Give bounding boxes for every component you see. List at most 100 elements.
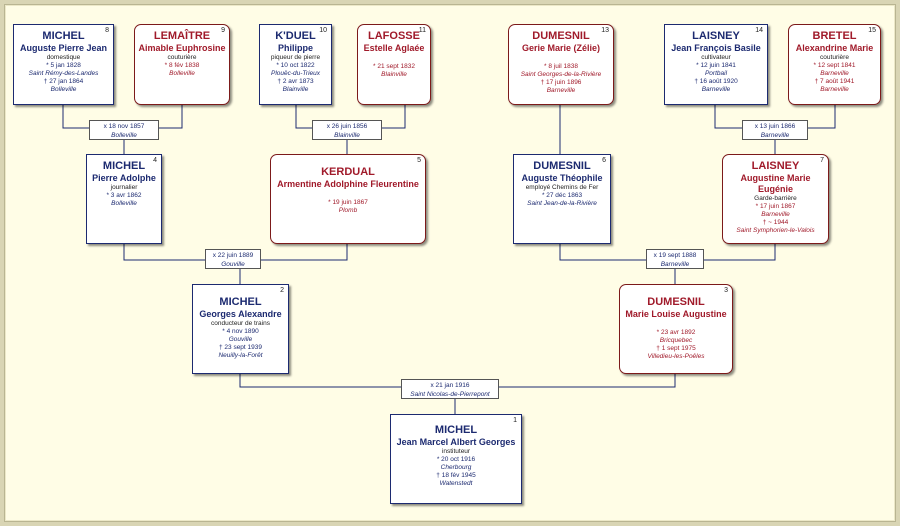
surname: MICHEL — [102, 160, 146, 172]
birth-place: Portbail — [704, 70, 728, 77]
birth-date: * 27 déc 1863 — [541, 192, 583, 199]
birth-date: * 12 sept 1841 — [813, 62, 856, 69]
sosa-number: 13 — [601, 27, 609, 34]
death-place: Barneville — [546, 87, 576, 94]
marriage-place: Bolleville — [111, 132, 137, 139]
death-date: † 16 août 1920 — [694, 78, 738, 85]
marriage-place: Barneville — [660, 261, 690, 268]
marriage-place: Gouville — [221, 261, 245, 268]
birth-date: * 10 oct 1822 — [276, 62, 315, 69]
sosa-number: 7 — [820, 157, 824, 164]
death-date: † 18 fév 1945 — [436, 472, 476, 479]
surname: MICHEL — [42, 30, 85, 42]
person-card-14[interactable]: 14 LAISNEY Jean François Basile cultivat… — [664, 24, 768, 105]
sosa-number: 2 — [280, 287, 284, 294]
sosa-number: 6 — [602, 157, 606, 164]
sosa-number: 8 — [105, 27, 109, 34]
marriage-date: x 18 nov 1857 — [103, 123, 145, 130]
death-place: Bolleville — [50, 86, 77, 93]
occupation: couturière — [820, 54, 849, 61]
given-names: Jean François Basile — [671, 43, 761, 53]
marriage-date: x 26 juin 1856 — [326, 123, 368, 130]
birth-place: Bricquebec — [659, 337, 693, 344]
occupation: conducteur de trains — [211, 320, 270, 327]
death-date: † 2 avr 1873 — [277, 78, 314, 85]
birth-place: Saint Rémy-des-Landes — [28, 70, 99, 77]
person-card-3[interactable]: 3 DUMESNIL Marie Louise Augustine * 23 a… — [619, 284, 733, 374]
death-place: Barneville — [820, 86, 849, 93]
person-card-11[interactable]: 11 LAFOSSE Estelle Aglaée * 21 sept 1832… — [357, 24, 431, 105]
marriage-date: x 21 jan 1916 — [430, 382, 470, 389]
birth-date: * 4 nov 1890 — [222, 328, 259, 335]
death-place: Neuilly-la-Forêt — [218, 352, 263, 359]
birth-place: Barneville — [761, 211, 790, 218]
given-names: Auguste Théophile — [521, 173, 603, 183]
surname: LAISNEY — [751, 160, 800, 172]
birth-place: Plomb — [338, 207, 358, 214]
birth-place: Saint Georges-de-la-Rivière — [520, 71, 602, 78]
marriage-place: Blainville — [334, 132, 360, 139]
person-card-8[interactable]: 8 MICHEL Auguste Pierre Jean domestique … — [13, 24, 114, 105]
given-names: Jean Marcel Albert Georges — [396, 437, 516, 447]
marriage-date: x 13 juin 1866 — [754, 123, 796, 130]
person-card-15[interactable]: 15 BRETEL Alexandrine Marie couturière *… — [788, 24, 881, 105]
given-names: Aimable Euphrosine — [138, 43, 226, 53]
marriage-label-6-7: x 19 sept 1888 Barneville — [646, 249, 704, 269]
death-date: † 23 sept 1939 — [218, 344, 262, 351]
person-card-10[interactable]: 10 K'DUEL Philippe piqueur de pierre * 1… — [259, 24, 332, 105]
person-card-7[interactable]: 7 LAISNEY Augustine Marie Eugénie Garde-… — [722, 154, 829, 244]
birth-date: * 8 juil 1838 — [544, 63, 578, 70]
birth-date: * 17 juin 1867 — [755, 203, 796, 210]
occupation: employé Chemins de Fer — [525, 184, 599, 191]
given-names: Augustine Marie Eugénie — [740, 173, 811, 194]
surname: BRETEL — [812, 30, 857, 42]
given-names: Georges Alexandre — [199, 309, 282, 319]
birth-date: * 8 fév 1838 — [164, 62, 200, 69]
birth-place: Bolleville — [169, 70, 195, 77]
birth-date: * 5 jan 1828 — [46, 62, 81, 69]
sosa-number: 15 — [868, 27, 876, 34]
person-card-13[interactable]: 13 DUMESNIL Gerie Marie (Zélie) * 8 juil… — [508, 24, 614, 105]
given-names: Alexandrine Marie — [795, 43, 874, 53]
birth-date: * 19 juin 1867 — [328, 199, 368, 206]
surname: LAISNEY — [692, 30, 740, 42]
death-place: Watenstedt — [439, 480, 473, 487]
marriage-place: Barneville — [760, 132, 790, 139]
occupation: Garde-barrière — [754, 195, 797, 202]
birth-place: Bolleville — [111, 200, 137, 207]
person-card-5[interactable]: 5 KERDUAL Armentine Adolphine Fleurentin… — [270, 154, 426, 244]
birth-date: * 12 juin 1841 — [696, 62, 736, 69]
surname: MICHEL — [219, 296, 262, 308]
birth-place: Cherbourg — [440, 464, 472, 471]
death-date: † 7 août 1941 — [814, 78, 855, 85]
person-card-9[interactable]: 9 LEMAÎTRE Aimable Euphrosine couturière… — [134, 24, 230, 105]
sosa-number: 10 — [319, 27, 327, 34]
birth-date: * 3 avr 1862 — [106, 192, 142, 199]
marriage-label-4-5: x 22 juin 1889 Gouville — [205, 249, 261, 269]
person-card-4[interactable]: 4 MICHEL Pierre Adolphe journalier * 3 a… — [86, 154, 162, 244]
surname: KERDUAL — [321, 166, 375, 178]
marriage-date: x 19 sept 1888 — [653, 252, 697, 259]
person-card-1[interactable]: 1 MICHEL Jean Marcel Albert Georges inst… — [390, 414, 522, 504]
occupation: cultivateur — [701, 54, 731, 61]
marriage-label-2-3: x 21 jan 1916 Saint Nicolas-de-Pierrepon… — [401, 379, 499, 399]
death-date: † 1 sept 1975 — [656, 345, 696, 352]
birth-date: * 23 avr 1892 — [656, 329, 696, 336]
marriage-label-14-15: x 13 juin 1866 Barneville — [742, 120, 808, 140]
occupation: piqueur de pierre — [270, 54, 321, 61]
marriage-label-8-9: x 18 nov 1857 Bolleville — [89, 120, 159, 140]
given-names: Armentine Adolphine Fleurentine — [277, 179, 419, 189]
death-place: Blainville — [282, 86, 309, 93]
person-card-6[interactable]: 6 DUMESNIL Auguste Théophile employé Che… — [513, 154, 611, 244]
given-names: Marie Louise Augustine — [625, 309, 727, 319]
surname: DUMESNIL — [533, 160, 591, 172]
death-date: † 27 jan 1864 — [43, 78, 84, 85]
birth-place: Blainville — [381, 71, 407, 78]
surname: MICHEL — [434, 424, 478, 436]
birth-date: * 21 sept 1832 — [373, 63, 415, 70]
surname: LAFOSSE — [368, 30, 420, 42]
person-card-2[interactable]: 2 MICHEL Georges Alexandre conducteur de… — [192, 284, 289, 374]
occupation: couturière — [167, 54, 197, 61]
occupation: instituteur — [441, 448, 471, 455]
given-names: Philippe — [277, 43, 313, 53]
